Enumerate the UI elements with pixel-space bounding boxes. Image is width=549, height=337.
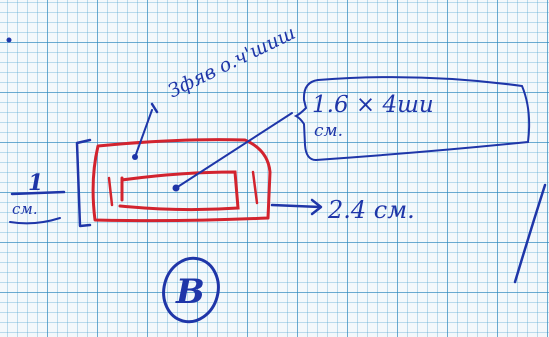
pointer-line-left	[134, 109, 153, 158]
measure-arrow	[270, 198, 323, 216]
scale-unit: см.	[12, 200, 38, 218]
circle-marker	[162, 256, 220, 324]
scale-unit-underline	[9, 217, 61, 225]
annotation-box-line1: 1.6 × 4ши	[312, 92, 434, 118]
annotation-box-brace	[293, 79, 319, 161]
outer-red-rectangle	[91, 138, 272, 223]
top-label: Зфяв o.ч'шиш	[165, 22, 299, 103]
left-bracket	[75, 138, 92, 228]
scale-fraction-bar	[10, 190, 66, 196]
pointer-arrowhead-left	[150, 102, 159, 114]
pen-dot	[6, 37, 12, 43]
inner-red-rectangle	[118, 170, 240, 212]
inner-red-marks	[107, 170, 259, 207]
right-measure: 2.4 см.	[327, 196, 415, 224]
annotation-box-frame	[315, 76, 531, 161]
pointer-line-center	[175, 112, 293, 189]
edge-pen-stroke	[513, 183, 547, 284]
scale-value: 1	[28, 170, 43, 196]
circled-letter: B	[175, 272, 205, 312]
annotation-box-line2: см.	[314, 121, 343, 141]
